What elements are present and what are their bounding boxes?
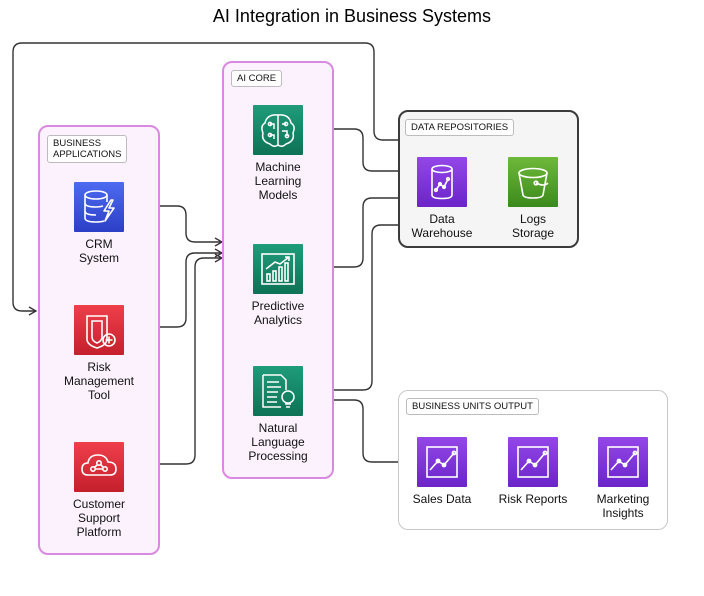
connector-risk-to-ai	[124, 248, 224, 328]
chart-growth-icon	[253, 244, 303, 294]
customer-support-platform-node[interactable]: Customer Support Platform	[44, 442, 154, 539]
document-bulb-icon	[253, 366, 303, 416]
connector-nlp-to-output	[303, 399, 416, 467]
data-warehouse-node[interactable]: Data Warehouse	[387, 157, 497, 240]
connector-support-to-ai	[124, 253, 224, 465]
diagram-title: AI Integration in Business Systems	[212, 6, 492, 26]
line-chart-icon	[598, 437, 648, 487]
business-applications-label: BUSINESS APPLICATIONS	[47, 135, 128, 163]
predictive-analytics-node[interactable]: Predictive Analytics	[223, 244, 333, 327]
connector-ml-to-warehouse	[303, 128, 416, 176]
line-chart-icon	[417, 437, 467, 487]
connector-predictive-to-warehouse	[303, 193, 416, 268]
line-chart-icon	[508, 437, 558, 487]
risk-reports-label: Risk Reports	[498, 492, 568, 506]
sales-data-node[interactable]: Sales Data	[387, 437, 497, 506]
cloud-network-icon	[74, 442, 124, 492]
crm-system-node[interactable]: CRM System	[44, 182, 154, 265]
business-units-output-label: BUSINESS UNITS OUTPUT	[406, 398, 539, 415]
risk-management-tool-node[interactable]: Risk Management Tool	[44, 305, 154, 402]
logs-storage-label: Logs Storage	[511, 212, 555, 240]
brain-circuit-icon	[253, 105, 303, 155]
bucket-icon	[508, 157, 558, 207]
sales-data-label: Sales Data	[412, 492, 472, 506]
crm-system-label: CRM System	[78, 237, 119, 265]
data-warehouse-label: Data Warehouse	[411, 212, 473, 240]
marketing-insights-node[interactable]: Marketing Insights	[568, 437, 678, 520]
machine-learning-models-node[interactable]: Machine Learning Models	[223, 105, 333, 202]
customer-support-platform-label: Customer Support Platform	[72, 497, 125, 539]
connector-crm-to-ai	[124, 205, 224, 247]
marketing-insights-label: Marketing Insights	[596, 492, 650, 520]
connector-nlp-to-warehouse	[303, 220, 416, 391]
predictive-analytics-label: Predictive Analytics	[251, 299, 305, 327]
logs-storage-node[interactable]: Logs Storage	[478, 157, 588, 240]
data-repositories-label: DATA REPOSITORIES	[405, 119, 515, 136]
connector-repos-to-business	[12, 42, 398, 316]
risk-reports-node[interactable]: Risk Reports	[478, 437, 588, 506]
risk-management-tool-label: Risk Management Tool	[63, 360, 135, 402]
natural-language-processing-label: Natural Language Processing	[248, 421, 308, 463]
natural-language-processing-node[interactable]: Natural Language Processing	[223, 366, 333, 463]
ai-core-label: AI CORE	[231, 70, 283, 87]
shield-plus-icon	[74, 305, 124, 355]
database-lightning-icon	[74, 182, 124, 232]
cylinder-chart-icon	[417, 157, 467, 207]
machine-learning-models-label: Machine Learning Models	[254, 160, 302, 202]
